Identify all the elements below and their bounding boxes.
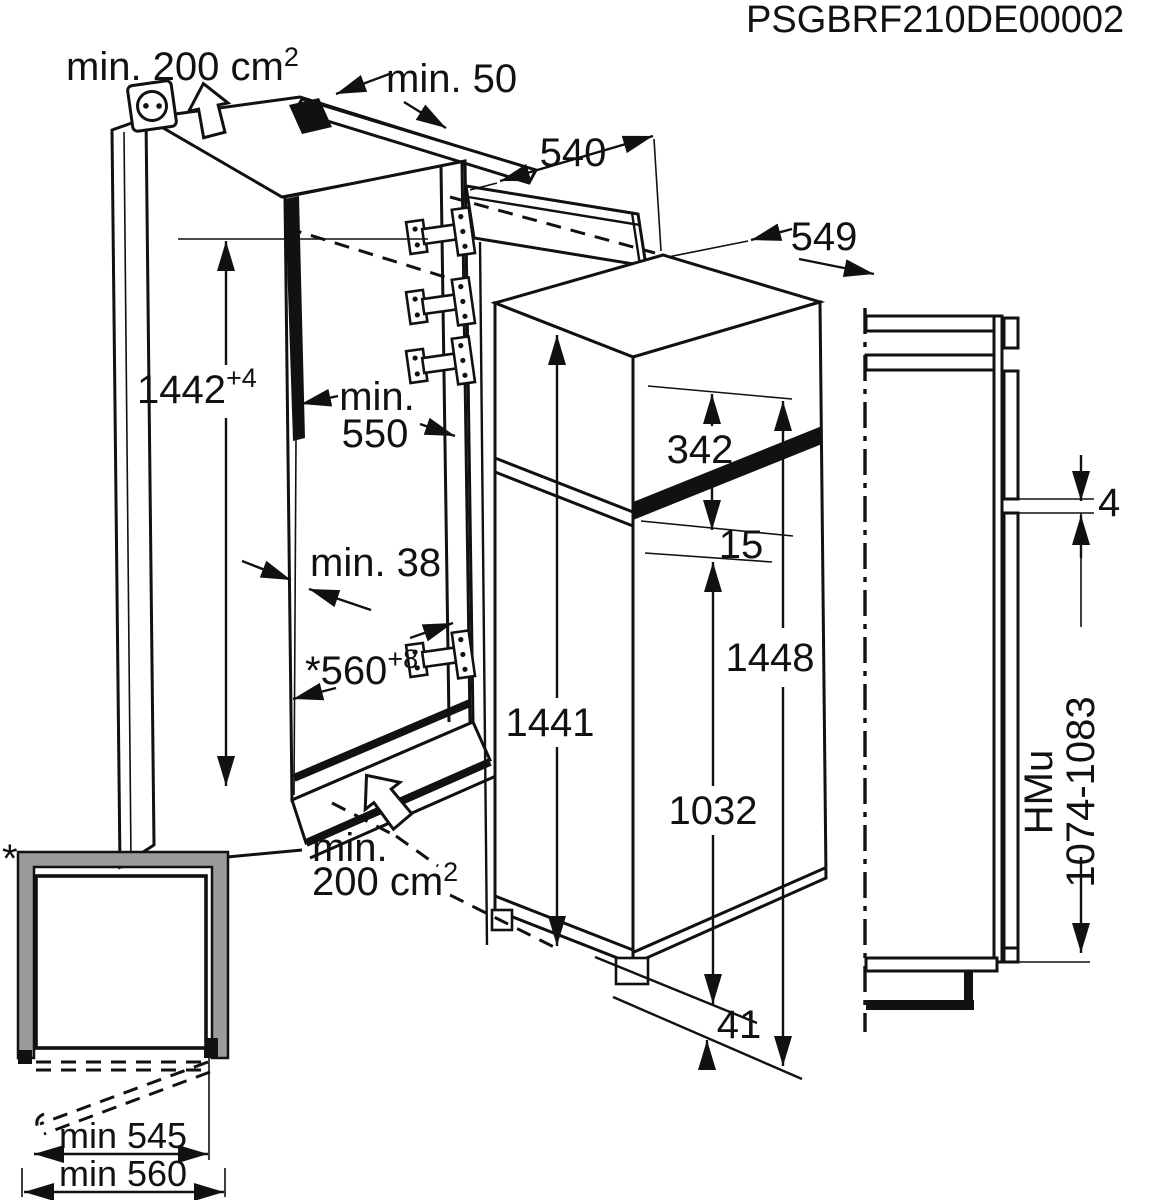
door-gap-label: 15: [719, 523, 764, 567]
hinge-icon: [404, 205, 477, 257]
hinge-icon: [404, 334, 477, 386]
airflow-up-arrow-icon: [185, 81, 232, 140]
airflow-up-arrow-icon: [363, 773, 414, 832]
hinge-icon: [404, 628, 477, 680]
rear-gap-label: min. 50: [386, 57, 517, 101]
section-gap-label: 4: [1098, 481, 1120, 525]
dimension-lines: [178, 71, 1090, 1081]
appliance-height-label: 1441: [506, 701, 595, 745]
bottom-vent-label: 200 cm2: [312, 857, 458, 904]
dimension-labels: PSGBRF210DE00002 min. 200 cm2 min. 50 14…: [2, 0, 1124, 1194]
door-depth-label: 540: [540, 131, 607, 175]
niche-height-label: 1442+4: [137, 363, 257, 412]
overall-height-label: 1448: [726, 636, 815, 680]
wall-clearance-label: min. 38: [310, 541, 441, 585]
clear-width-label: min 545: [59, 1115, 187, 1156]
niche-depth-value: 550: [342, 412, 409, 456]
furniture-door-height-label: 1074-1083: [1059, 696, 1103, 887]
plinth-clearance-label: 41: [717, 1003, 762, 1047]
freezer-door-height-label: 342: [667, 428, 734, 472]
appliance-drawing: [449, 195, 828, 986]
lower-door-height-label: 1032: [669, 789, 758, 833]
furniture-door-code-label: HMu: [1017, 750, 1061, 834]
power-socket-icon: [126, 79, 178, 133]
niche-depth-prefix: min.: [339, 375, 415, 419]
bottom-vent-prefix: min.: [312, 826, 388, 870]
part-code: PSGBRF210DE00002: [746, 0, 1124, 41]
appliance-depth-label: 549: [791, 215, 858, 259]
section-view: [863, 308, 1094, 1032]
footnote-marker: *: [2, 837, 18, 881]
niche-width-label: *560+8: [305, 644, 418, 693]
top-vent-label: min. 200 cm2: [66, 42, 299, 89]
hinge-icon: [404, 275, 477, 327]
top-view-detail: [16, 850, 230, 1200]
hinges: [404, 205, 477, 680]
niche-width-bottom-label: min 560: [59, 1153, 187, 1194]
